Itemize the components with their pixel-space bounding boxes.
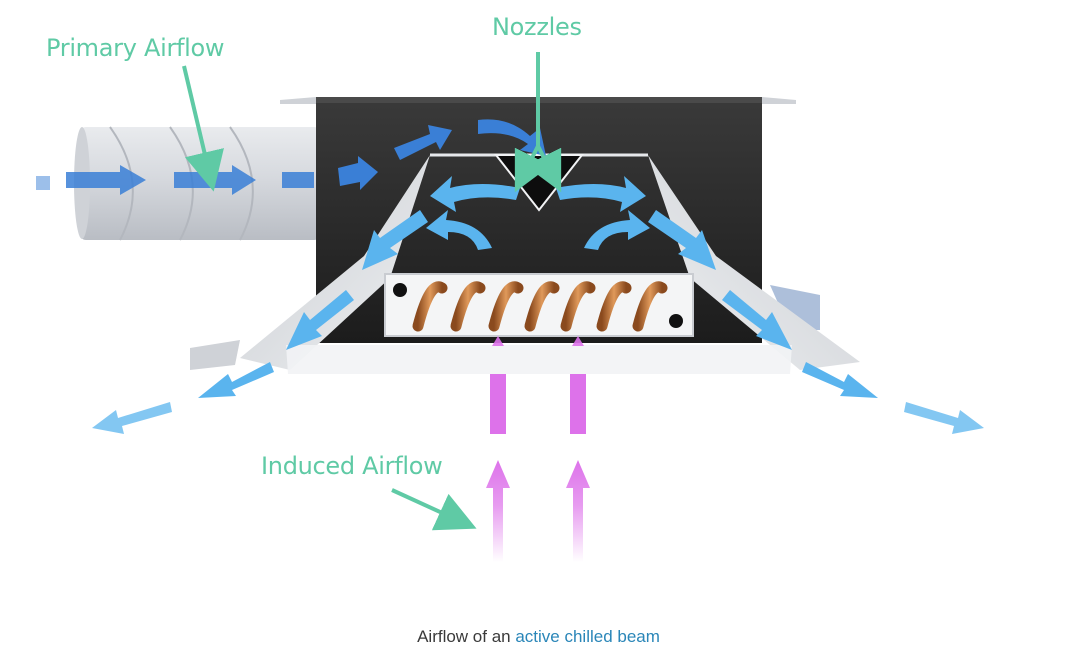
induced-airflow-arrow-icon (486, 460, 510, 562)
bottom-lip (286, 345, 792, 374)
primary-airflow-pointer (182, 65, 224, 192)
caption-link[interactable]: active chilled beam (515, 627, 660, 646)
diffuser-panel-left (240, 155, 430, 370)
bracket-right (770, 285, 820, 330)
induced-airflow-label: Induced Airflow (261, 452, 442, 480)
primary-airflow-arrow-icon (66, 165, 146, 195)
induced-airflow-pointer (391, 488, 477, 531)
figure-caption: Airflow of an active chilled beam (0, 627, 1077, 647)
induced-airflow-arrows (486, 336, 590, 562)
primary-airflow-label: Primary Airflow (46, 34, 224, 62)
discharge-airflow-arrow-icon (92, 402, 172, 434)
callout-lines (182, 52, 562, 531)
nozzles-label: Nozzles (492, 13, 582, 41)
coil (384, 273, 694, 337)
diffuser-panel-right (648, 155, 860, 370)
bracket-left (190, 340, 240, 370)
discharge-airflow-arrows (92, 176, 984, 434)
caption-text: Airflow of an (417, 627, 516, 646)
coil-tubes-icon (412, 281, 668, 332)
